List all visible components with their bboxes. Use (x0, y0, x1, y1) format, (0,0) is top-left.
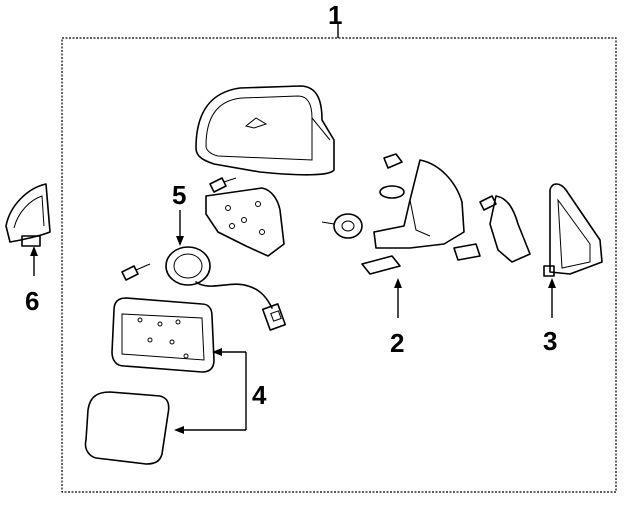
mirror-bracket (373, 153, 481, 261)
callout-1: 1 (328, 0, 342, 30)
callout-6: 6 (25, 286, 39, 316)
mirror-glass-lower (84, 391, 170, 465)
mirror-housing (195, 85, 335, 176)
callout-3: 3 (543, 326, 557, 356)
mirror-glass-part-4 (111, 297, 215, 373)
arrow-5 (176, 236, 184, 246)
callout-2: 2 (390, 328, 404, 358)
inner-brace (479, 195, 531, 263)
callout-4: 4 (252, 380, 267, 410)
callout-5: 5 (172, 180, 186, 210)
arrow-4-upper (212, 348, 222, 356)
outer-cover-part-3 (543, 183, 603, 277)
motor-part-5 (165, 246, 287, 331)
arrow-4-lower (174, 426, 184, 434)
arrow-6 (30, 246, 38, 256)
screw-upper (209, 177, 237, 193)
arrow-3 (548, 278, 556, 288)
screw-motor (121, 263, 151, 281)
backing-plate (205, 187, 285, 257)
corner-cover-part-6 (5, 183, 51, 247)
gasket (321, 213, 363, 239)
clip-part-2 (361, 255, 401, 275)
arrow-2 (394, 278, 402, 288)
assembly-frame (61, 37, 617, 493)
